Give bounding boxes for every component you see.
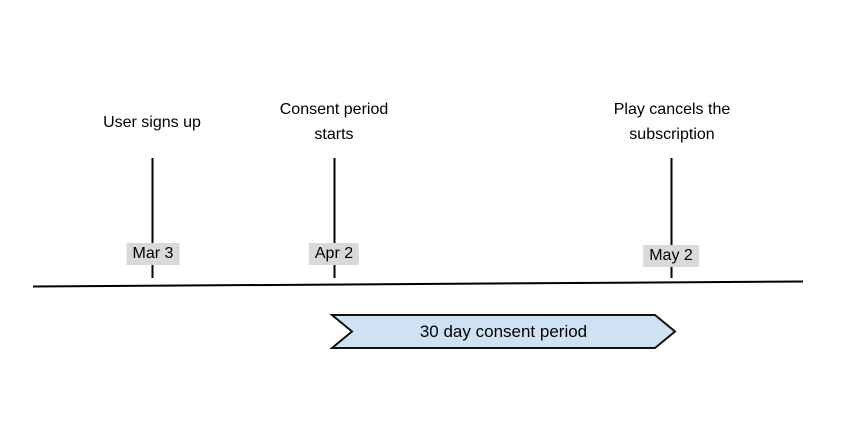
consent-period-arrow <box>329 314 677 349</box>
event-label-consent-period-starts: Consent period starts <box>279 101 389 143</box>
timeline-axis <box>32 280 804 288</box>
date-badge-mar-3: Mar 3 <box>126 243 180 265</box>
event-label-play-cancels-subscription: Play cancels the subscription <box>613 101 731 143</box>
date-badge-may-2: May 2 <box>643 245 699 267</box>
event-label-user-signs-up: User signs up <box>103 113 201 131</box>
consent-period-label: 30 day consent period <box>419 321 588 341</box>
date-badge-apr-2: Apr 2 <box>308 243 360 265</box>
